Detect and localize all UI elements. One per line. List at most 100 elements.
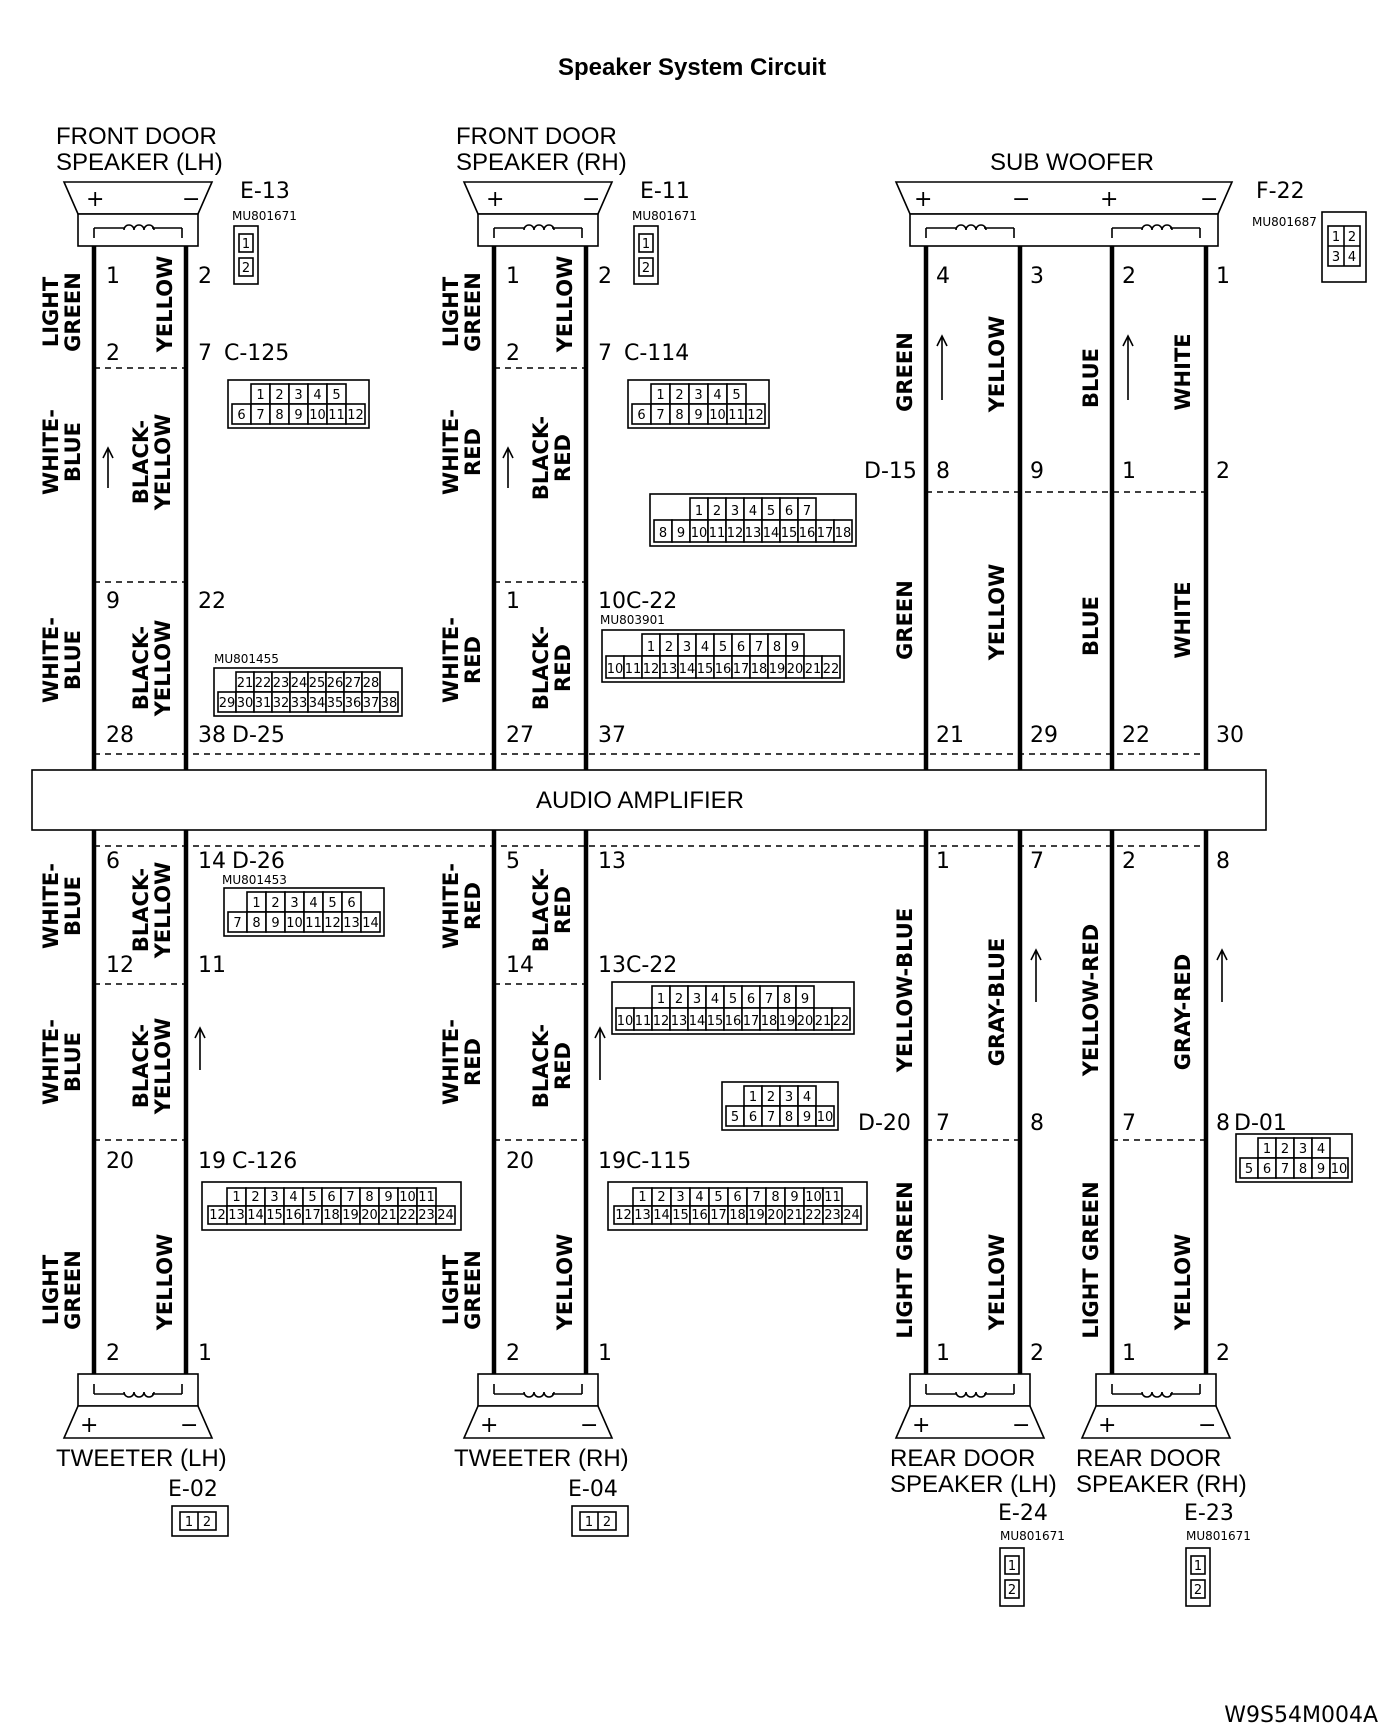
tweeter-lh-minus: − <box>180 1413 198 1438</box>
d15-pin-8: 8 <box>936 459 950 484</box>
d25-pin-38: 38 <box>198 723 226 748</box>
wl-gray-red: GRAY-RED <box>1171 954 1195 1070</box>
connector-cell: 5 <box>1245 1162 1253 1177</box>
connector-cell: 6 <box>737 640 745 655</box>
d26-pin-13: 13 <box>598 849 626 874</box>
connector-cell: 22 <box>255 676 272 691</box>
connector-e11-label: E-11 <box>640 179 690 204</box>
connector-c114-label: C-114 <box>624 341 689 366</box>
connector-cell: 16 <box>691 1208 708 1223</box>
connector-cell: 1 <box>1263 1142 1271 1157</box>
connector-cell: 5 <box>767 504 775 519</box>
top-wires <box>91 246 1209 770</box>
connector-cell: 7 <box>752 1190 760 1205</box>
connector-cell: 9 <box>294 408 302 423</box>
wl-green-tr: GREEN <box>461 1250 485 1330</box>
connector-cell: 11 <box>635 1014 652 1029</box>
connector-cell: 4 <box>701 640 709 655</box>
wire-label-yellow3-fl: YELLOW <box>151 620 175 718</box>
f22-cell-1: 1 <box>1332 230 1340 245</box>
connector-cell: 23 <box>418 1208 435 1223</box>
f22-cell-2: 2 <box>1348 230 1356 245</box>
wl-yellow-rr: YELLOW <box>1171 1234 1195 1332</box>
connector-cell: 21 <box>805 662 822 677</box>
front-door-speaker-rh-label-2: SPEAKER (RH) <box>456 149 627 176</box>
rl-spk-pin-2: 2 <box>1030 1341 1044 1366</box>
sub-woofer-plus-a: + <box>914 187 932 212</box>
connector-cell: 11 <box>328 408 345 423</box>
connector-cell: 7 <box>755 640 763 655</box>
connector-cell: 7 <box>765 992 773 1007</box>
connector-cell: 14 <box>689 1014 706 1029</box>
e02-cell-1: 1 <box>185 1515 193 1530</box>
connector-cell: 14 <box>679 662 696 677</box>
d26-pin-5: 5 <box>506 849 520 874</box>
connector-cell: 10 <box>805 1190 822 1205</box>
connector-cell: 1 <box>656 388 664 403</box>
connector-cell: 16 <box>799 526 816 541</box>
connector-cell: 22 <box>805 1208 822 1223</box>
wire-label-white2-fr: WHITE- <box>439 617 463 703</box>
connector-e13-label: E-13 <box>240 179 290 204</box>
wl-white-tl1: WHITE- <box>39 863 63 949</box>
connector-cell: 9 <box>801 992 809 1007</box>
connector-f22-label: F-22 <box>1256 179 1305 204</box>
connector-cell: 9 <box>1317 1162 1325 1177</box>
sub-woofer-minus-b: − <box>1200 187 1218 212</box>
wire-label-red4-fr: RED <box>551 644 575 692</box>
d25-pin-22: 22 <box>198 589 226 614</box>
connector-cell: 3 <box>785 1090 793 1105</box>
f22-cell-3: 3 <box>1332 250 1340 265</box>
d26-pin-7: 7 <box>1030 849 1044 874</box>
tweeter-rh-minus: − <box>580 1413 598 1438</box>
connector-d01-label: D-01 <box>1234 1111 1287 1136</box>
connector-cell: 1 <box>232 1190 240 1205</box>
connector-cell: 2 <box>665 640 673 655</box>
connector-cell: 8 <box>771 1190 779 1205</box>
wl-yellow-tl2: YELLOW <box>151 1018 175 1116</box>
connector-cell: 3 <box>694 388 702 403</box>
bottom-wires <box>91 830 1209 1374</box>
connector-cell: 7 <box>803 504 811 519</box>
connector-e23-part: MU801671 <box>1186 1529 1251 1543</box>
connector-cell: 2 <box>271 896 279 911</box>
connector-cell: 10 <box>607 662 624 677</box>
e04-cell-2: 2 <box>603 1515 611 1530</box>
rear-door-speaker-rh-symbol: + − <box>1080 1373 1232 1439</box>
c125-pin-7: 7 <box>198 341 212 366</box>
tweeter-lh-label: TWEETER (LH) <box>56 1445 227 1472</box>
connector-cell: 7 <box>233 916 241 931</box>
front-door-speaker-rh-minus: − <box>582 187 600 212</box>
tr-spk-pin-2: 2 <box>506 1341 520 1366</box>
connector-cell: 19 <box>342 1208 359 1223</box>
connector-cell: 1 <box>657 992 665 1007</box>
connector-cell: 11 <box>709 526 726 541</box>
wire-label-green-sw1: GREEN <box>893 332 917 412</box>
front-door-speaker-rh-label-1: FRONT DOOR <box>456 123 617 150</box>
wire-label-black-fr: BLACK- <box>529 416 553 500</box>
wire-label-light: LIGHT <box>39 276 63 347</box>
d01-pin-7: 7 <box>1122 1111 1136 1136</box>
connector-e04-symbol: 1 2 <box>571 1505 629 1537</box>
connector-cell: 9 <box>803 1110 811 1125</box>
connector-cell: 17 <box>710 1208 727 1223</box>
connector-c22-top-label: C-22 <box>626 589 677 614</box>
d25-pin-28: 28 <box>106 723 134 748</box>
connector-cell: 8 <box>1299 1162 1307 1177</box>
wl-black-tl1: BLACK- <box>129 868 153 952</box>
connector-cell: 8 <box>783 992 791 1007</box>
wire-label-white2-fl: WHITE- <box>39 617 63 703</box>
rear-door-speaker-lh-label-2: SPEAKER (LH) <box>890 1471 1057 1498</box>
connector-cell: 8 <box>785 1110 793 1125</box>
connector-e11-symbol: 1 2 <box>633 225 659 285</box>
connector-cell: 33 <box>291 696 308 711</box>
connector-cell: 14 <box>653 1208 670 1223</box>
wl-red2-tr2: RED <box>551 1042 575 1090</box>
c115-pin-20: 20 <box>506 1149 534 1174</box>
connector-cell: 28 <box>363 676 380 691</box>
wl-red-tr1: RED <box>461 882 485 930</box>
connector-cell: 38 <box>381 696 398 711</box>
